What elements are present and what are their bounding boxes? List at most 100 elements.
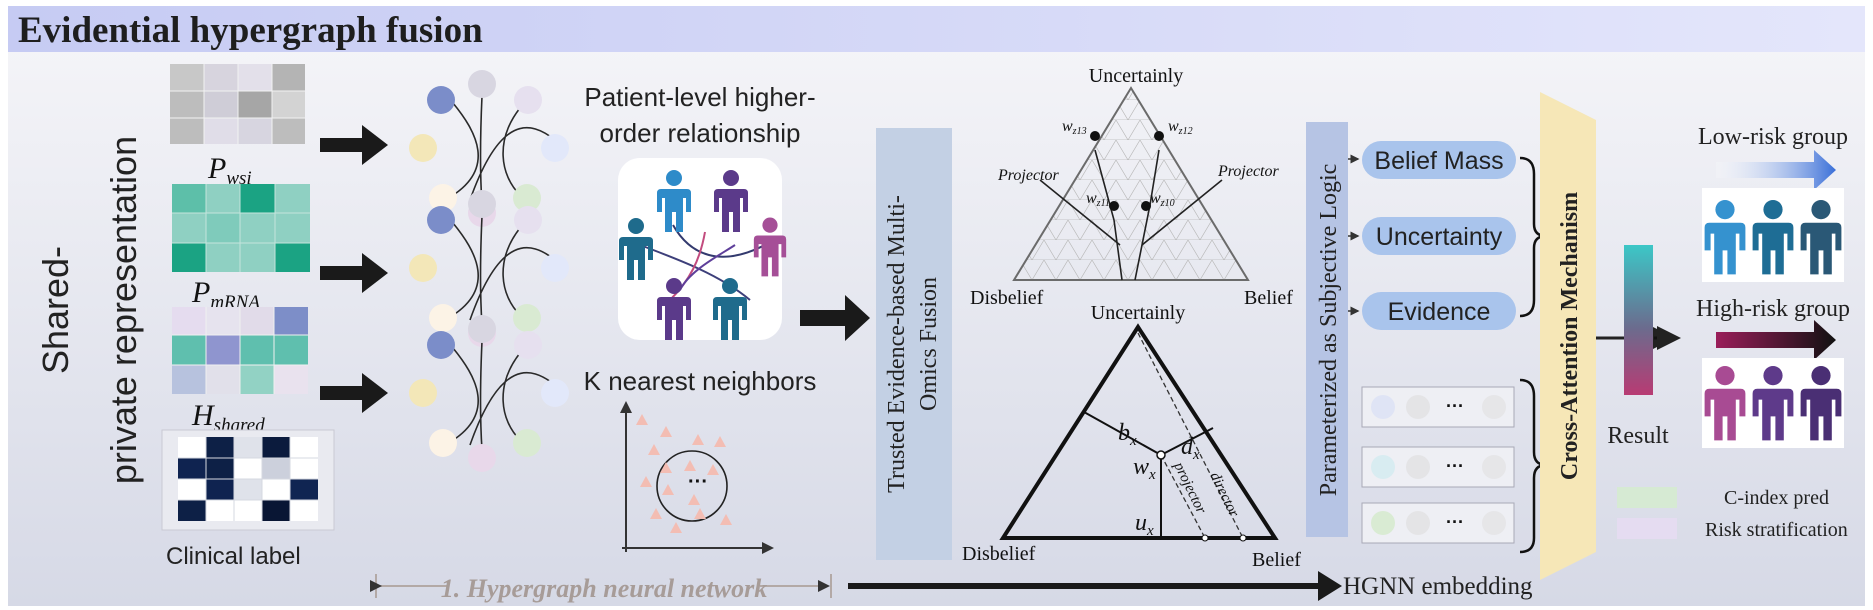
arrow-to-fusion (800, 295, 870, 341)
belief-mass-label: Belief Mass (1374, 147, 1503, 175)
hypergraph-cluster-3 (409, 315, 569, 472)
hypergraph-clusters (409, 70, 569, 472)
high-risk-label: High-risk group (1696, 296, 1850, 322)
trusted-line1: Trusted Evidence-based Multi- (884, 195, 910, 493)
legend-cindex-label: C-index pred (1724, 487, 1829, 509)
bottom-tri-right-label: Belief (1252, 549, 1301, 571)
hypergraph-node (514, 331, 542, 359)
hypergraph-node (514, 86, 542, 114)
knn-sample-marker (714, 436, 726, 447)
arrow-mrna (320, 253, 388, 293)
hgnn-embedding-label: HGNN embedding (1343, 573, 1533, 600)
hypergraph-node (468, 70, 496, 98)
high-risk-person-icon (1800, 366, 1842, 441)
higher-order-line1: Patient-level higher- (584, 82, 815, 112)
top-tri-right-label: Belief (1244, 287, 1293, 309)
belief-mass-pill (1362, 141, 1516, 179)
knn-sample-marker (670, 522, 682, 533)
knn-sample-marker (692, 434, 704, 445)
knn-sample-marker (650, 508, 662, 519)
embedding-rows: ··· ··· ··· (1361, 378, 1547, 554)
clinical-label: Clinical label (166, 543, 301, 570)
hypergraph-node (427, 331, 455, 359)
knn-sample-marker (707, 464, 719, 475)
embedding-dots-2: ··· (1446, 456, 1464, 476)
result-label: Result (1607, 423, 1669, 449)
shared-private-label: Shared- private representation (35, 136, 144, 484)
low-risk-person-icon (1752, 200, 1794, 275)
uncertainty-label: Uncertainty (1376, 223, 1503, 251)
arrow-wsi (320, 125, 388, 165)
mrna-matrix (172, 184, 310, 272)
high-risk-person-icon (1704, 366, 1746, 441)
clinical-matrix (161, 429, 335, 531)
hypergraph-node (513, 304, 541, 332)
knn-label: K nearest neighbors (584, 366, 817, 396)
low-risk-label: Low-risk group (1698, 124, 1848, 150)
subjective-logic-label: Parameterized as Subjective Logic (1316, 164, 1342, 497)
high-risk-people (1704, 366, 1842, 441)
hypergraph-node (409, 254, 437, 282)
hgnn-label: 1. Hypergraph neural network (441, 574, 768, 603)
knn-sample-marker (648, 444, 660, 455)
hypergraph-node (429, 184, 457, 212)
dx-label: dx (1181, 434, 1200, 463)
embedding-dots-1: ··· (1446, 396, 1464, 416)
hypergraph-node (541, 379, 569, 407)
wx-label: wx (1133, 454, 1156, 483)
hypergraph-node (468, 190, 496, 218)
top-simplex: Uncertainly Disbelief Belief wz13 wz12 w… (970, 65, 1293, 309)
w-z13-label: wz13 (1062, 118, 1087, 137)
knn-sample-marker (636, 414, 648, 425)
w-z12-label: wz12 (1168, 118, 1193, 137)
knn-sample-marker (720, 514, 732, 525)
projector-left-label: Projector (997, 167, 1060, 184)
knn-sample-marker (660, 462, 672, 473)
side-label-line2: private representation (103, 136, 144, 484)
hypergraph-node (468, 315, 496, 343)
wsi-matrix (170, 64, 305, 144)
uncertainty-pill (1362, 217, 1516, 255)
arrow-shared (320, 373, 388, 413)
knn-dots: ··· (688, 471, 708, 493)
hypergraph-cluster-1 (409, 70, 569, 227)
evidence-pill (1362, 292, 1516, 330)
result-gradient-bar (1624, 245, 1653, 395)
trusted-fusion-box (876, 128, 952, 560)
hypergraph-node (514, 206, 542, 234)
hypergraph-node (541, 254, 569, 282)
patient-person-icon (657, 170, 691, 232)
hypergraph-node (429, 304, 457, 332)
high-risk-person-icon (1752, 366, 1794, 441)
evidence-pills: Belief Mass Uncertainty Evidence (1348, 141, 1547, 330)
bx-label: bx (1118, 420, 1137, 449)
projector-right-label: Projector (1217, 163, 1280, 180)
knn-sample-marker (660, 426, 672, 437)
bottom-tri-left-label: Disbelief (962, 543, 1036, 565)
hypergraph-node (427, 206, 455, 234)
hypergraph-node (541, 134, 569, 162)
input-arrows (320, 125, 388, 413)
patient-icons (619, 170, 787, 340)
hgnn-bracket: 1. Hypergraph neural network (370, 574, 832, 603)
hypergraph-node (429, 429, 457, 457)
high-risk-arrow (1716, 320, 1836, 360)
hypergraph-node (427, 86, 455, 114)
hypergraph-node (468, 444, 496, 472)
subjective-logic-box (1306, 122, 1348, 537)
hyperedge-curves (444, 340, 556, 451)
hypergraph-node (409, 379, 437, 407)
side-label-line1: Shared- (35, 246, 76, 374)
hgnn-embedding-arrow (848, 571, 1342, 601)
shared-matrix (172, 307, 308, 394)
knn-sample-marker (640, 476, 652, 487)
evidence-label: Evidence (1388, 298, 1491, 326)
cross-attention-block (1540, 92, 1596, 580)
w-z11-label: wz11 (1086, 190, 1110, 209)
header-band (8, 6, 1865, 52)
cross-attention-label: Cross-Attention Mechanism (1557, 192, 1583, 480)
patient-person-icon (619, 218, 653, 280)
knn-sample-marker (684, 460, 696, 471)
